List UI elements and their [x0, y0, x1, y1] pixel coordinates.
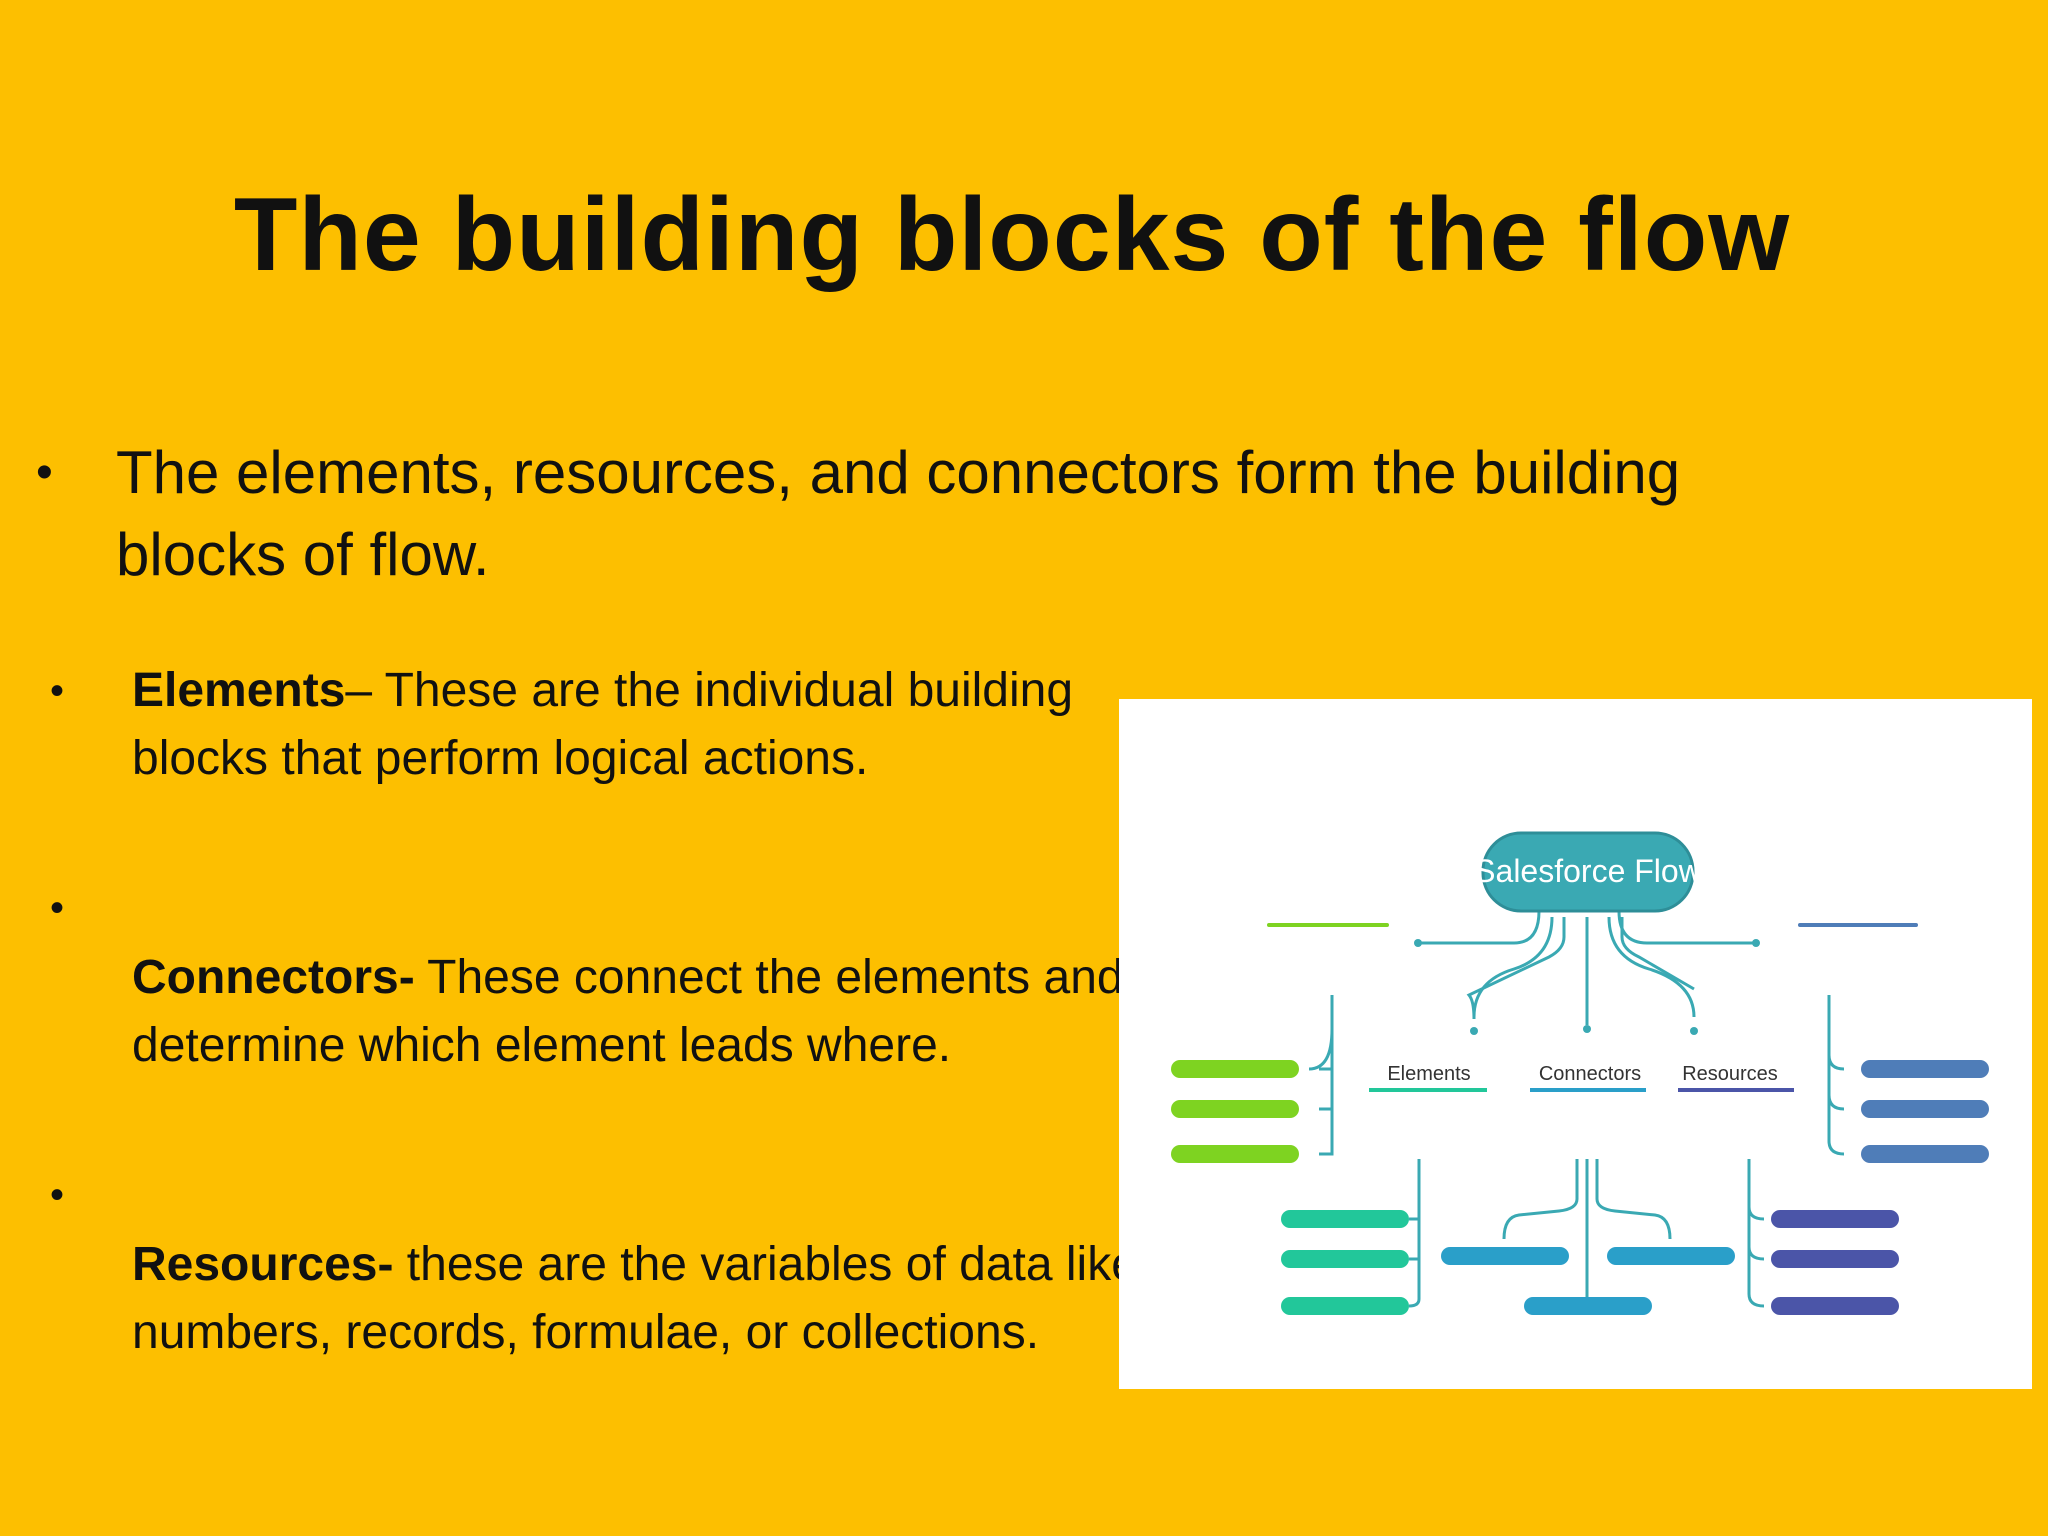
leaf-mint: [1281, 1250, 1409, 1268]
root-node-label: Salesforce Flow: [1474, 853, 1703, 889]
connector-dot: [1583, 1025, 1591, 1033]
root-connector-left: [1420, 910, 1541, 945]
group-connector-mint: [1408, 1159, 1421, 1308]
salesforce-flow-diagram: Salesforce Flow Elements Connectors Reso…: [1119, 699, 2032, 1389]
root-connector-resources-curve: [1607, 916, 1696, 1018]
bullet-description: – These are the individual building bloc…: [132, 664, 1074, 785]
bullet-description: these are the variables of data like num…: [132, 1238, 1138, 1359]
branch-label-resources: Resources: [1682, 1063, 1778, 1085]
connector-dot: [1690, 1027, 1698, 1035]
leaf-mint: [1281, 1210, 1409, 1228]
bullet-dot-icon: •: [50, 669, 65, 713]
group-connector-blue-right: [1595, 1159, 1672, 1240]
mind-map-svg: Salesforce Flow Elements Connectors Reso…: [1171, 831, 1989, 1315]
branch-label-connectors: Connectors: [1539, 1063, 1641, 1085]
group-connector-green: [1319, 995, 1334, 1156]
bullet-dot-icon: •: [50, 886, 65, 930]
leaf-blue: [1524, 1297, 1652, 1315]
bullet-description: These connect the elements and determine…: [132, 951, 1124, 1072]
branch-label-elements: Elements: [1387, 1063, 1470, 1085]
leaf-steel: [1861, 1145, 1989, 1163]
leaf-green: [1171, 1100, 1299, 1118]
leaf-green: [1171, 1060, 1299, 1078]
root-connector-resources: [1620, 917, 1695, 991]
connector-dot: [1470, 1027, 1478, 1035]
leaf-steel: [1861, 1060, 1989, 1078]
bullet-term: Elements: [132, 664, 346, 717]
leaf-blue: [1441, 1247, 1569, 1265]
bullet-dot-icon: •: [36, 446, 53, 499]
main-bullet-text: The elements, resources, and connectors …: [116, 439, 1681, 588]
connector-dot: [1752, 939, 1760, 947]
leaf-indigo: [1771, 1250, 1899, 1268]
leaf-green: [1171, 1145, 1299, 1163]
leaf-blue: [1607, 1247, 1735, 1265]
group-connector-blue-left: [1502, 1159, 1579, 1240]
group-connector-steel: [1827, 995, 1845, 1156]
slide-title: The building blocks of the flow: [233, 177, 1791, 293]
group-connector-indigo: [1747, 1159, 1765, 1308]
root-node: [1481, 831, 1695, 913]
leaf-indigo: [1771, 1210, 1899, 1228]
group-curve-green: [1308, 1028, 1334, 1071]
bullet-dot-icon: •: [50, 1173, 65, 1217]
connector-dot: [1414, 939, 1422, 947]
bullet-term: Connectors-: [132, 951, 415, 1004]
leaf-steel: [1861, 1100, 1989, 1118]
leaf-mint: [1281, 1297, 1409, 1315]
root-connector-right: [1617, 910, 1754, 945]
bullet-term: Resources-: [132, 1238, 394, 1291]
leaf-indigo: [1771, 1297, 1899, 1315]
root-connector-elements-curve: [1472, 916, 1554, 1018]
